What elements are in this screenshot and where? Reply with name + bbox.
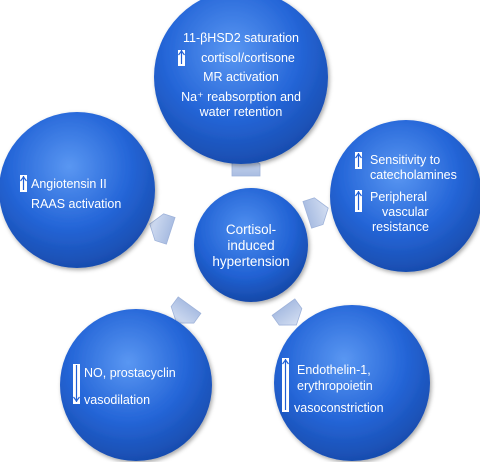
left-line-1: Angiotensin II xyxy=(31,177,107,191)
top-line-2: cortisol/cortisone xyxy=(201,51,295,65)
left-line-2: RAAS activation xyxy=(31,197,121,211)
left-node-text: Angiotensin II RAAS activation xyxy=(20,175,121,211)
center-label: Cortisol- induced hypertension xyxy=(212,222,289,269)
top-line-1: 11-βHSD2 saturation xyxy=(183,31,299,45)
circle-bottom-left xyxy=(60,309,212,461)
top-node-text: 11-βHSD2 saturation cortisol/cortisone M… xyxy=(178,31,301,119)
connector-arrow-left xyxy=(149,213,176,245)
circle-right xyxy=(330,120,480,272)
circle-bottom-right xyxy=(274,305,430,461)
circle-center xyxy=(194,188,308,302)
right-node-text: Sensitivity to catecholamines Peripheral… xyxy=(355,152,457,234)
center-line-3: hypertension xyxy=(212,254,289,269)
bottom-right-node-text: Endothelin-1, erythropoietin vasoconstri… xyxy=(282,358,384,415)
top-line-4: Na⁺ reabsorption and xyxy=(181,90,301,104)
connector-arrow-bottom-left xyxy=(170,296,202,324)
right-line-5: resistance xyxy=(372,220,429,234)
up-arrow-icon xyxy=(355,190,362,212)
connector-arrow-right xyxy=(302,197,329,229)
bottom-right-line-1: Endothelin-1, xyxy=(297,363,371,377)
up-arrow-icon xyxy=(20,175,27,192)
right-line-2: catecholamines xyxy=(370,168,457,182)
center-line-1: Cortisol- xyxy=(226,222,276,237)
center-line-2: induced xyxy=(227,238,274,253)
bottom-left-line-2: vasodilation xyxy=(84,393,150,407)
down-arrow-icon xyxy=(73,364,80,404)
up-arrow-icon xyxy=(178,50,185,66)
up-arrow-icon xyxy=(355,152,362,169)
right-line-3: Peripheral xyxy=(370,190,427,204)
top-line-5: water retention xyxy=(199,105,283,119)
top-line-3: MR activation xyxy=(203,70,279,84)
connector-arrow-bottom-right xyxy=(271,298,303,326)
bottom-right-line-2: erythropoietin xyxy=(297,379,373,393)
bottom-left-line-1: NO, prostacyclin xyxy=(84,366,176,380)
bottom-right-line-3: vasoconstriction xyxy=(294,401,384,415)
up-arrow-icon xyxy=(282,358,289,412)
circle-top xyxy=(154,0,328,164)
right-line-1: Sensitivity to xyxy=(370,153,440,167)
bottom-left-node-text: NO, prostacyclin vasodilation xyxy=(73,364,176,407)
right-line-4: vascular xyxy=(382,205,429,219)
circle-left xyxy=(0,112,155,268)
